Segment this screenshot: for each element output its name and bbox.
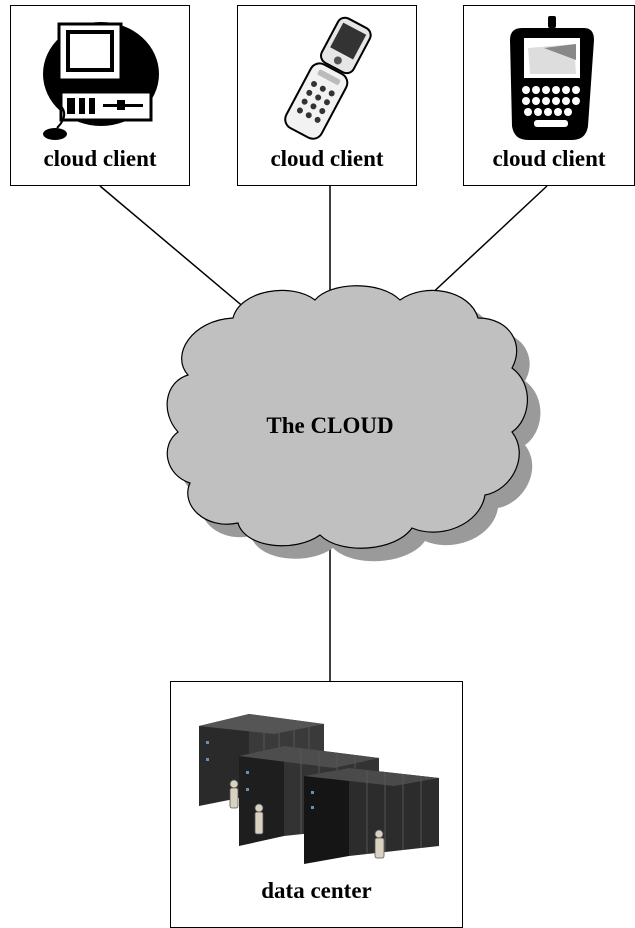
data-center-node: data center (170, 681, 463, 928)
cloud-client-desktop: cloud client (10, 5, 190, 186)
connector-client-1 (99, 185, 266, 326)
client-label: cloud client (270, 146, 384, 171)
cloud-client-smartphone: cloud client (463, 5, 635, 186)
cloud-label: The CLOUD (266, 413, 394, 438)
cloud-client-phone: cloud client (237, 5, 417, 186)
datacenter-label: data center (261, 878, 372, 903)
client-label: cloud client (43, 146, 157, 171)
cloud-shape (166, 285, 528, 549)
client-label: cloud client (492, 146, 606, 171)
